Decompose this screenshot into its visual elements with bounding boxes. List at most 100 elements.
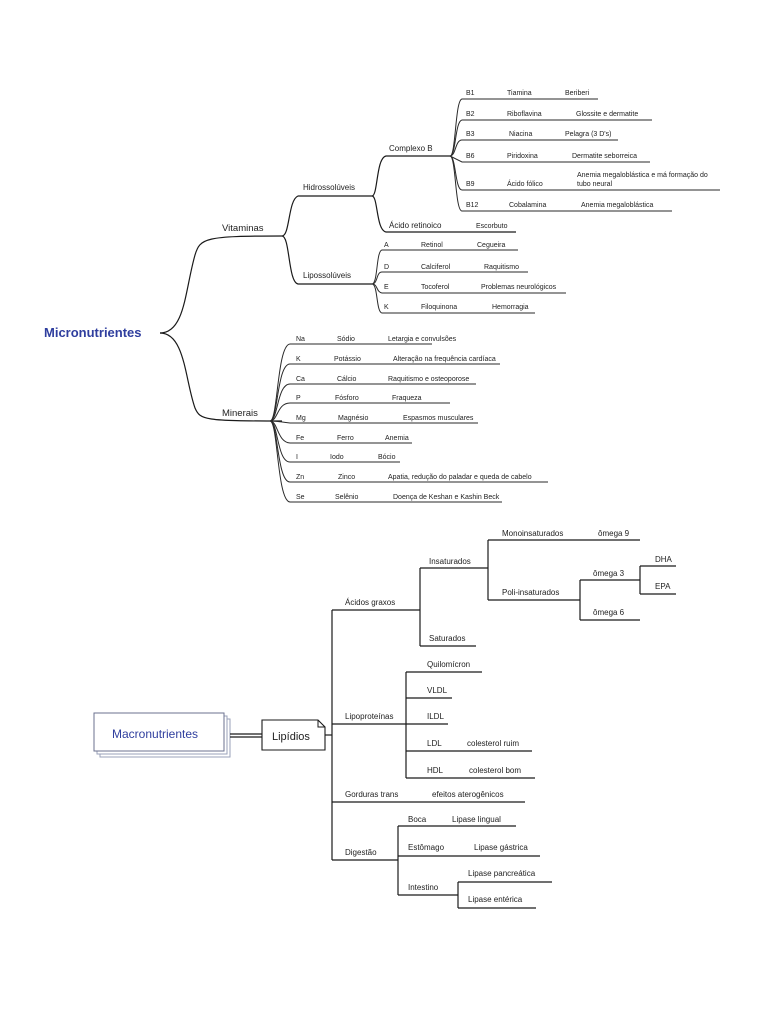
vldl-label: VLDL [427,686,448,695]
mineral-fe-code: Fe [296,435,304,442]
b1-code: B1 [466,90,475,97]
lipossoluveis-list: A Retinol Cegueira D Calciferol Raquitis… [371,242,566,314]
vit-d-row-line [371,271,528,285]
b6-disease: Dermatite seborreica [572,153,637,160]
minerais-list: Na Sódio Letargia e convulsões K Potássi… [269,336,548,503]
estomago-label: Estômago [408,843,445,852]
vitaminas-label: Vitaminas [222,223,264,234]
mineral-ca-code: Ca [296,376,305,383]
mineral-zn-name: Zinco [338,474,355,481]
b1-row-line [449,98,598,157]
lipidios-label: Lipídios [272,731,310,743]
mineral-p-name: Fósforo [335,395,359,402]
hidro-label: Hidrossolúveis [303,183,355,192]
mineral-k-row-line [269,363,500,422]
mineral-k-name: Potássio [334,356,361,363]
b12-row-line [449,155,672,212]
vit-e-disease: Problemas neurológicos [481,284,557,291]
ildl-label: ILDL [427,712,444,721]
mineral-se-code: Se [296,494,305,501]
b3-disease: Pelagra (3 D's) [565,131,611,138]
poli-label: Poli-insaturados [502,588,559,597]
gorduras-trans-label: Gorduras trans [345,790,398,799]
acidos-graxos-label: Ácidos graxos [345,598,395,607]
mineral-mg-name: Magnésio [338,415,368,422]
vit-k-name: Filoquinona [421,304,457,311]
complexo-b-label: Complexo B [389,144,433,153]
boca-desc: Lipase lingual [452,815,501,824]
minerais-label: Minerais [222,408,258,419]
mineral-mg-row-line [269,420,478,424]
vit-k-disease: Hemorragia [492,304,529,311]
gorduras-trans-desc: efeitos aterogênicos [432,790,504,799]
hdl-desc: colesterol bom [469,766,521,775]
dha-label: DHA [655,555,673,564]
b9-disease-line2: tubo neural [577,181,612,188]
micronutrients-map: Micronutrientes Vitaminas Minerais Hidro… [44,90,720,503]
ldl-label: LDL [427,739,442,748]
mineral-na-name: Sódio [337,336,355,343]
mineral-fe-name: Ferro [337,435,354,442]
vit-e-name: Tocoferol [421,284,450,291]
mineral-ca-name: Cálcio [337,376,357,383]
vit-a-code: A [384,242,389,249]
mineral-k-code: K [296,356,301,363]
branch-hidro [281,195,372,237]
b3-row-line [449,139,618,157]
mineral-zn-row-line [269,420,548,483]
branch-acido [371,195,516,233]
vit-d-name: Calciferol [421,264,451,271]
b1-name: Tiamina [507,90,532,97]
mineral-i-disease: Bócio [378,454,396,461]
digestao-label: Digestão [345,848,377,857]
mineral-se-row-line [269,420,502,503]
mineral-se-name: Selênio [335,494,358,501]
b3-code: B3 [466,131,475,138]
vit-d-code: D [384,264,389,271]
mineral-p-code: P [296,395,301,402]
micronutrients-title: Micronutrientes [44,325,142,340]
intestino-label: Intestino [408,883,439,892]
omega9-label: ômega 9 [598,529,630,538]
boca-label: Boca [408,815,427,824]
epa-label: EPA [655,582,671,591]
vit-k-code: K [384,304,389,311]
b12-name: Cobalamina [509,202,546,209]
omega3-label: ômega 3 [593,569,625,578]
vit-a-disease: Cegueira [477,242,506,249]
vit-a-row-line [371,249,518,285]
mineral-p-disease: Fraqueza [392,395,422,402]
enterica-label: Lipase entérica [468,895,523,904]
branch-lipo [281,235,372,285]
b12-disease: Anemia megaloblástica [581,202,653,209]
mineral-mg-code: Mg [296,415,306,422]
saturados-label: Saturados [429,634,465,643]
b9-disease: Anemia megaloblástica e má formação do [577,172,708,179]
b9-name: Ácido fólico [507,179,543,188]
macronutrients-map: Macronutrientes Lipídios Ácidos graxos L… [93,529,676,909]
mineral-mg-disease: Espasmos musculares [403,415,474,422]
mineral-k-disease: Alteração na frequência cardíaca [393,356,496,363]
b3-name: Niacina [509,131,532,138]
pancreatica-label: Lipase pancreática [468,869,536,878]
mineral-na-code: Na [296,336,305,343]
vit-e-code: E [384,284,389,291]
macronutrients-card [93,712,225,752]
b6-code: B6 [466,153,475,160]
lipidios-box [261,719,326,751]
mineral-zn-code: Zn [296,474,304,481]
mineral-p-row-line [269,402,450,422]
mineral-fe-disease: Anemia [385,435,409,442]
complexo-b-list: B1 Tiamina Beriberi B2 Riboflavina Gloss… [449,90,720,212]
b6-name: Piridoxina [507,153,538,160]
mineral-i-code: I [296,454,298,461]
acido-retinoico-label: Ácido retinoico [389,221,442,230]
vit-k-row-line [371,283,535,314]
hdl-label: HDL [427,766,444,775]
quilomicron-label: Quilomícron [427,660,470,669]
mineral-na-disease: Letargia e convulsões [388,336,457,343]
lipoproteinas-label: Lipoproteínas [345,712,393,721]
b1-disease: Beriberi [565,90,590,97]
acido-retinoico-disease: Escorbuto [476,223,508,230]
